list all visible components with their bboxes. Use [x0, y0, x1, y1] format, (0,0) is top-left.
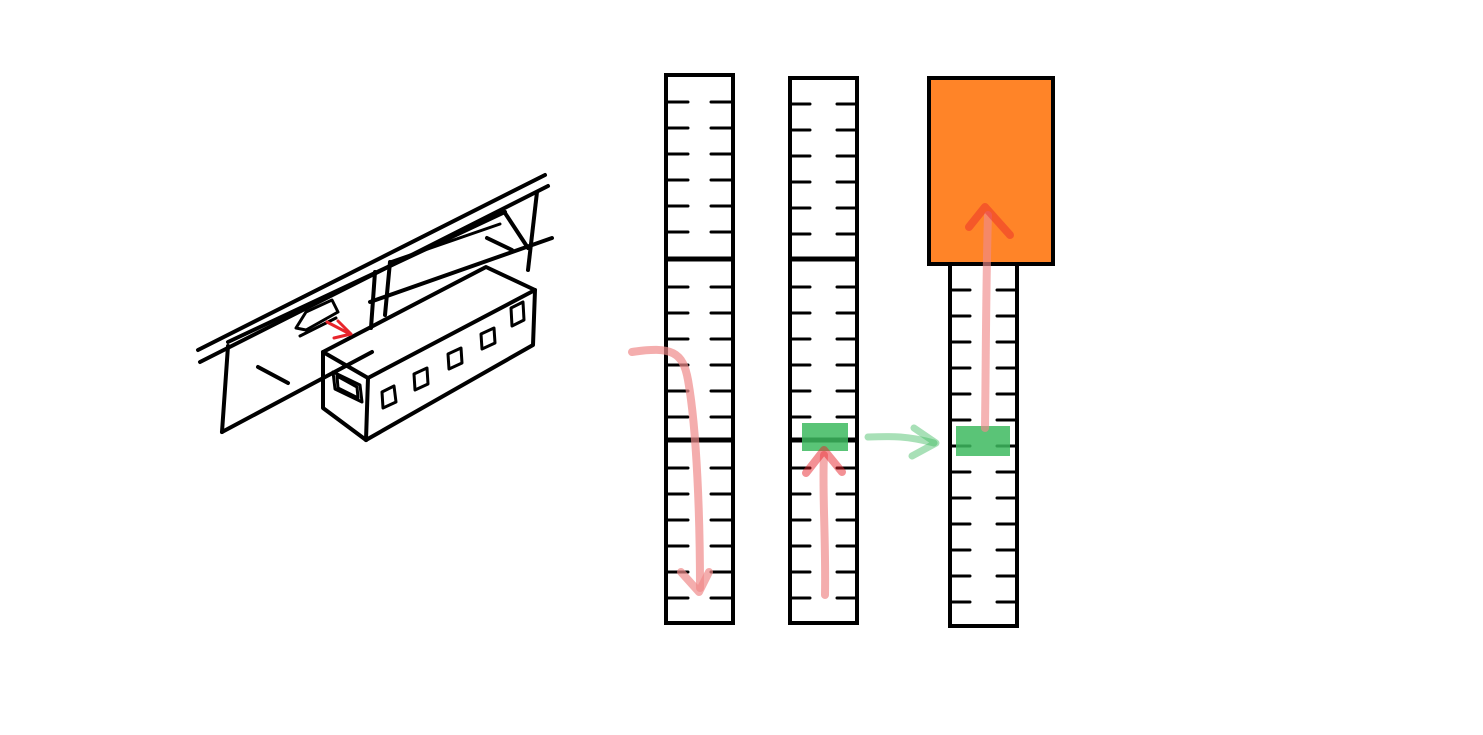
column-1: [628, 73, 735, 625]
column-2: [788, 76, 940, 625]
column-3: [927, 76, 1055, 628]
arrow-icon: [325, 319, 353, 340]
3d-box-on-rail-sketch-icon: [196, 173, 554, 442]
